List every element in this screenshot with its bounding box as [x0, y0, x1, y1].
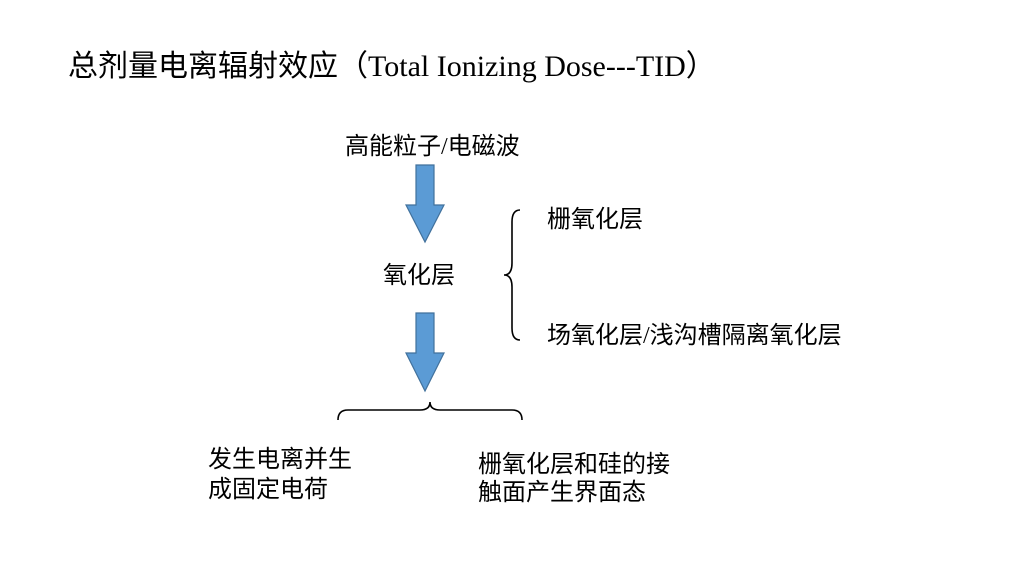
down-arrow-oxide-to-effects [405, 312, 445, 393]
down-arrow-source-to-oxide [405, 164, 445, 244]
effect-fixed-charge-line-2: 成固定电荷 [208, 477, 328, 503]
effect-fixed-charge-line-1: 发生电离并生 [208, 447, 352, 473]
field-oxide-label: 场氧化层/浅沟槽隔离氧化层 [547, 323, 842, 349]
slide-title: 总剂量电离辐射效应（Total Ionizing Dose---TID） [68, 50, 716, 83]
oxide-layer-label: 氧化层 [383, 263, 455, 289]
effect-interface-states-line-1: 栅氧化层和硅的接 [478, 452, 670, 478]
effect-fixed-charge: 发生电离并生 成固定电荷 [208, 445, 352, 505]
gate-oxide-label: 栅氧化层 [547, 207, 643, 233]
left-curly-brace [503, 209, 521, 341]
effect-interface-states: 栅氧化层和硅的接 触面产生界面态 [478, 451, 670, 507]
source-label: 高能粒子/电磁波 [345, 134, 520, 160]
effect-interface-states-line-2: 触面产生界面态 [478, 480, 646, 506]
top-curly-brace [337, 401, 523, 421]
